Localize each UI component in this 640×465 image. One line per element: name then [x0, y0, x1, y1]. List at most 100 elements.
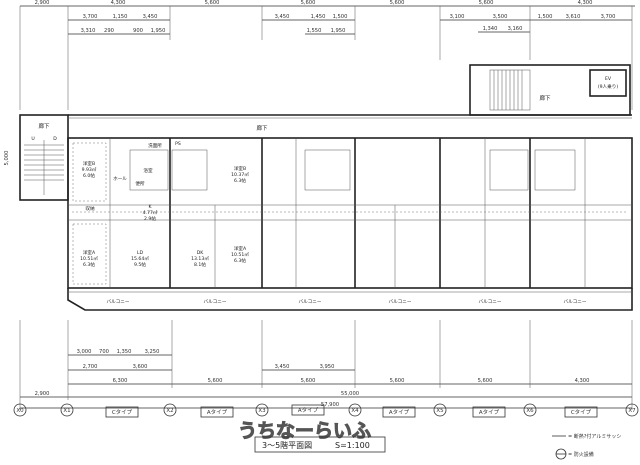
corridor: 廊下	[68, 114, 632, 132]
drawing-title: うちなーらいふ 3～5階平面図 S=1:100	[238, 420, 386, 453]
stair-corridor-label: 廊下	[539, 94, 551, 102]
title-text: 3～5階平面図	[262, 440, 312, 450]
dim-top: 3,700	[83, 14, 98, 20]
dim-top: 3,100	[450, 14, 465, 20]
dim-bottom: 3,250	[145, 349, 160, 355]
stair-ev-core: 廊下 EV (9人乗り)	[469, 64, 631, 116]
grid-axis: X0	[16, 408, 24, 414]
room-west-a: 洋室A 10.51㎡ 6.3帖	[80, 249, 98, 268]
svg-text:6.0帖: 6.0帖	[83, 172, 95, 179]
balcony-label: バルコニー	[204, 299, 227, 305]
washroom-label: 洗面所	[148, 142, 162, 149]
svg-text:LD: LD	[137, 250, 144, 256]
unit-types: Cタイプ Aタイプ Aタイプ Aタイプ Aタイプ Cタイプ	[105, 404, 598, 418]
dim-bottom-left: 2,900	[35, 391, 50, 397]
dim-bottom-total: 57,900	[321, 402, 339, 408]
svg-text:6.3帖: 6.3帖	[234, 257, 246, 264]
grid-axes: X0 X1 X2 X3 X4 X5 X6 X7	[13, 403, 639, 417]
grid-axis: X7	[628, 408, 636, 414]
svg-text:15.64㎡: 15.64㎡	[131, 255, 149, 262]
unit-type: Aタイプ	[389, 408, 410, 416]
svg-text:K: K	[148, 204, 152, 210]
dim-top: 1,950	[151, 28, 166, 34]
dim-bottom: 3,000	[77, 349, 92, 355]
corridor-label: 廊下	[256, 124, 268, 132]
balcony-label: バルコニー	[107, 299, 130, 305]
bottom-dimensions: 3,000 700 1,350 3,250 2,700 3,600 3,450 …	[19, 320, 633, 410]
dim-side: 5,000	[4, 151, 10, 166]
svg-text:6.3帖: 6.3帖	[234, 177, 246, 184]
svg-text:8.1帖: 8.1帖	[194, 261, 206, 268]
hall-label: ホール	[113, 176, 127, 182]
svg-text:2.9帖: 2.9帖	[144, 215, 156, 222]
dim-bottom: 6,300	[113, 378, 128, 384]
dim-top: 1,500	[333, 14, 348, 20]
dim-top: 3,500	[493, 14, 508, 20]
dim-bottom: 1,350	[117, 349, 132, 355]
svg-text:4.77㎡: 4.77㎡	[143, 209, 158, 216]
dim-bottom: 4,300	[575, 378, 590, 384]
grid-axis: X1	[63, 408, 70, 414]
dim-top: 5,600	[390, 0, 405, 6]
svg-text:13.13㎡: 13.13㎡	[191, 255, 209, 262]
dim-bottom: 700	[99, 349, 109, 355]
room-west-b: 洋室B 9.93㎡ 6.0帖	[82, 160, 97, 179]
unit-type: Aタイプ	[207, 408, 228, 416]
top-dimensions: 2,900 4,300 5,600 5,600 5,600 5,600 4,30…	[4, 0, 635, 165]
legend: = 断熱?付アルミサッシ = 防火設備	[552, 433, 621, 460]
stair-down-label: D	[53, 136, 57, 142]
dim-bottom: 2,700	[83, 364, 98, 370]
svg-text:洋室B: 洋室B	[83, 160, 95, 167]
dim-top: 5,600	[479, 0, 494, 6]
unit-type: Cタイプ	[112, 408, 133, 416]
dim-top: 900	[133, 28, 143, 34]
scale-text: S=1:100	[335, 441, 370, 450]
room-k: K 4.77㎡ 2.9帖	[143, 204, 158, 222]
dim-top: 290	[104, 28, 114, 34]
balcony-label: バルコニー	[299, 299, 322, 305]
dim-top: 4,300	[111, 0, 126, 6]
ps-label: PS	[175, 141, 181, 147]
left-corridor-label: 廊下	[38, 122, 50, 130]
dim-top: 3,160	[508, 26, 523, 32]
dim-top: 1,450	[311, 14, 326, 20]
dim-top: 1,340	[483, 26, 498, 32]
bath-label: 浴室	[143, 167, 153, 174]
grid-axis: X2	[166, 408, 173, 414]
room-dk: DK 13.13㎡ 8.1帖	[191, 250, 209, 268]
closet-label: 収納	[85, 205, 95, 212]
dim-bottom: 3,600	[133, 364, 148, 370]
dim-top: 2,900	[35, 0, 50, 6]
balcony-label: バルコニー	[564, 299, 587, 305]
unit-type: Cタイプ	[571, 408, 592, 416]
dim-top: 5,600	[205, 0, 220, 6]
ev-capacity: (9人乗り)	[598, 83, 618, 90]
dim-bottom: 5,600	[208, 378, 223, 384]
stair-up-label: U	[31, 136, 34, 142]
grid-axis: X5	[436, 408, 444, 414]
dim-top: 1,950	[331, 28, 346, 34]
dim-bottom: 5,600	[390, 378, 405, 384]
unit-type: Aタイプ	[479, 408, 500, 416]
dim-top: 5,600	[301, 0, 316, 6]
dim-top: 3,450	[275, 14, 290, 20]
dim-top: 3,310	[81, 28, 96, 34]
room-ld: LD 15.64㎡ 9.5帖	[131, 250, 149, 268]
dim-bottom: 5,600	[301, 378, 316, 384]
legend-sash-text: = 断熱?付アルミサッシ	[568, 433, 621, 440]
dim-top: 1,500	[538, 14, 553, 20]
dim-top: 1,550	[307, 28, 322, 34]
svg-text:10.51㎡: 10.51㎡	[80, 255, 98, 262]
wet-cores	[129, 149, 576, 191]
svg-text:9.93㎡: 9.93㎡	[82, 166, 97, 173]
units: ホール 洗面所 浴室 便所 PS 収納 洋室B 9.93㎡ 6.0帖 洋室A 1…	[67, 137, 633, 289]
dim-top: 3,700	[601, 14, 616, 20]
dim-bottom-span: 55,000	[341, 391, 359, 397]
svg-text:10.37㎡: 10.37㎡	[231, 171, 249, 178]
dim-top: 3,450	[143, 14, 158, 20]
grid-axis: X4	[351, 408, 359, 414]
grid-axis: X6	[526, 408, 534, 414]
svg-text:洋室A: 洋室A	[234, 245, 247, 252]
svg-text:9.5帖: 9.5帖	[134, 261, 146, 268]
dim-bottom: 3,450	[275, 364, 290, 370]
